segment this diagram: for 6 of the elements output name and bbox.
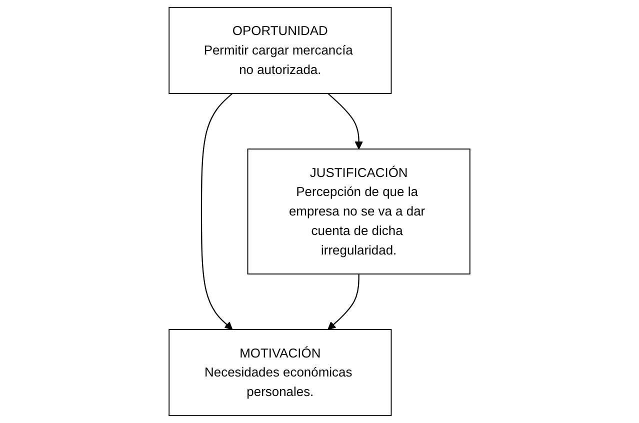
arrow [200,93,233,330]
arrow [328,93,363,150]
node-box: OPORTUNIDAD Permitir cargar mercancía no autorizada. [168,6,392,94]
node-box: JUSTIFICACIÓN Percepción de que la empresa no se va a dar cuenta de dicha irregularidad. [247,148,470,274]
arrow [328,274,360,330]
node-box: MOTIVACIÓN Necesidades económicas personales. [168,329,392,416]
